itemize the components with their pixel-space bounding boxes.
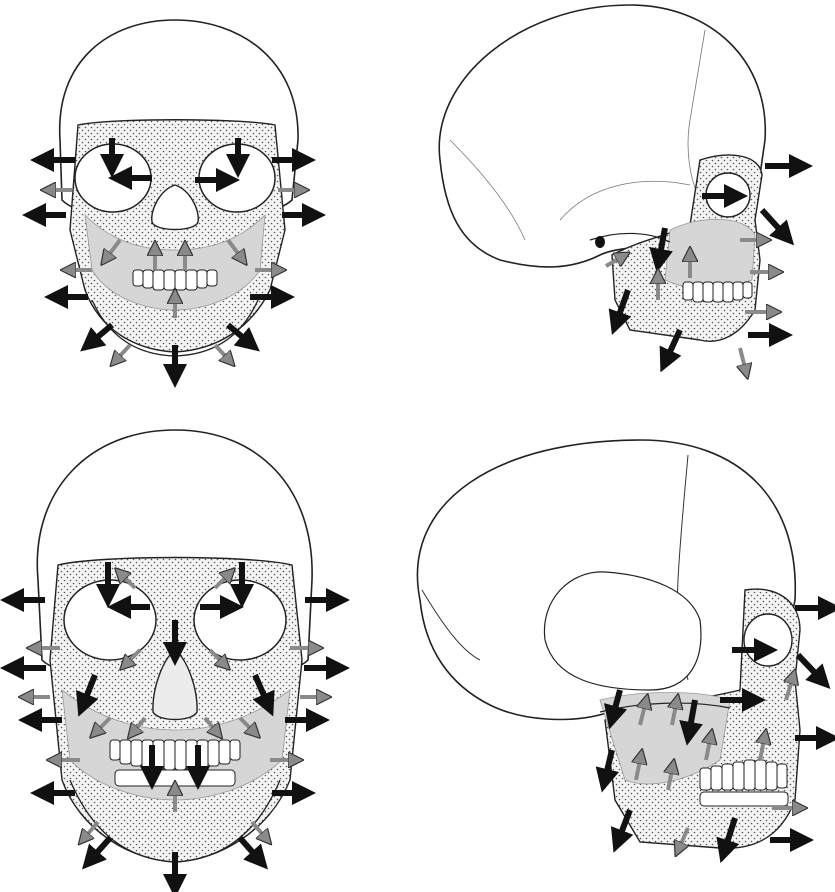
teeth-row: [110, 740, 240, 786]
ear-canal: [595, 236, 605, 248]
orbit: [744, 614, 792, 666]
teeth-row: [133, 270, 217, 290]
right-orbit: [194, 580, 286, 660]
panel-child-front: [40, 20, 308, 370]
maxilla-shaded-region: [665, 219, 755, 288]
teeth-row: [683, 282, 752, 302]
panel-adult-front: [18, 430, 332, 880]
left-orbit: [64, 580, 156, 660]
panel-adult-side: [417, 440, 824, 848]
teeth-row: [700, 760, 788, 806]
panel-child-side: [439, 5, 795, 368]
